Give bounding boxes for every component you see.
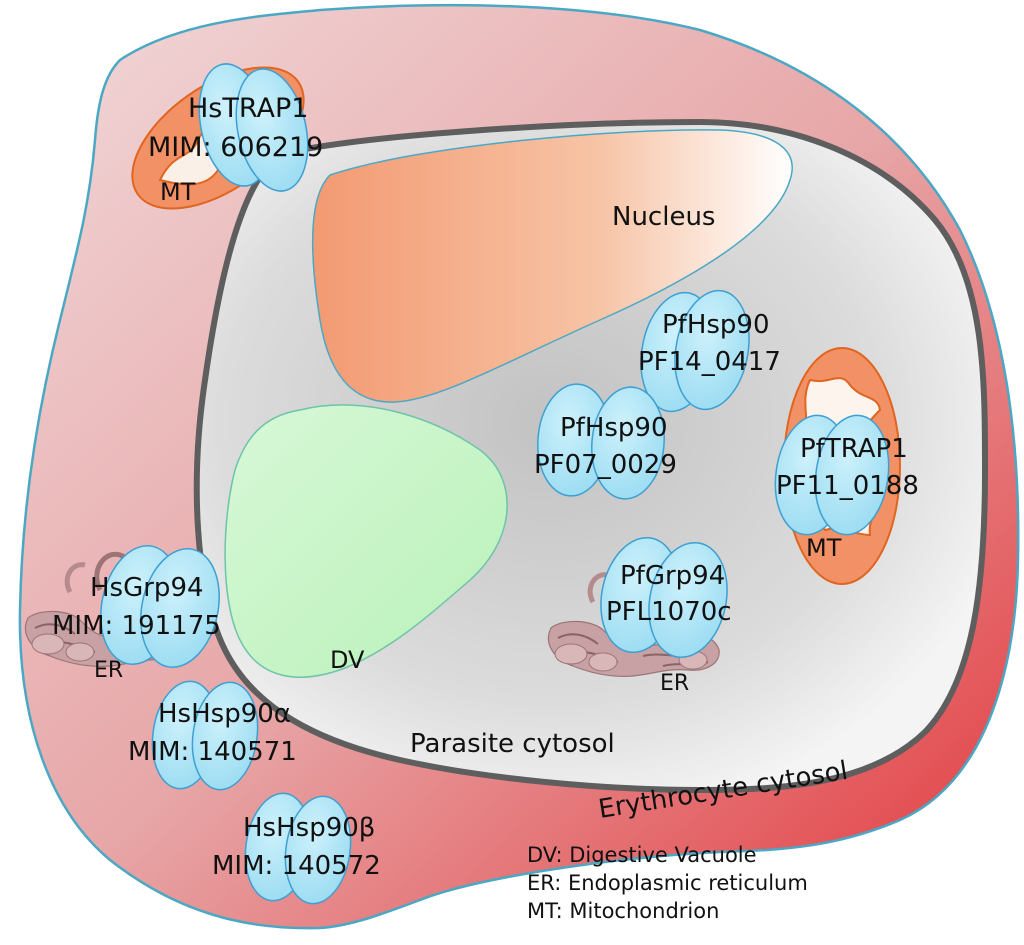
hshsp90b-id: MIM: 140572 xyxy=(212,851,381,881)
protein-pfhsp90-07 xyxy=(537,383,665,500)
label-mt-parasite: MT xyxy=(806,534,842,562)
hstrap1-id: MIM: 606219 xyxy=(148,132,323,163)
label-er-parasite: ER xyxy=(660,671,689,696)
protein-pfhsp90-14 xyxy=(640,289,750,413)
label-nucleus: Nucleus xyxy=(612,202,715,232)
pfgrp94-id: PFL1070c xyxy=(606,597,732,627)
pftrap1-name: PfTRAP1 xyxy=(800,434,908,464)
digestive-vacuole xyxy=(224,404,508,678)
protein-hshsp90b xyxy=(244,792,352,905)
hsgrp94-id: MIM: 191175 xyxy=(52,611,221,641)
label-er-host: ER xyxy=(94,658,123,683)
protein-hstrap1 xyxy=(198,63,309,192)
protein-hshsp90a xyxy=(151,680,259,791)
protein-pftrap1 xyxy=(774,414,890,536)
hshsp90a-id: MIM: 140571 xyxy=(128,737,297,767)
hsgrp94-name: HsGrp94 xyxy=(90,573,204,603)
nucleus xyxy=(311,129,793,403)
hshsp90a-name: HsHsp90α xyxy=(158,699,291,729)
label-dv: DV xyxy=(330,646,365,674)
legend: DV: Digestive Vacuole ER: Endoplasmic re… xyxy=(527,843,808,923)
label-parasite-cytosol: Parasite cytosol xyxy=(410,729,615,759)
pfhsp90-a-name: PfHsp90 xyxy=(662,310,770,340)
hstrap1-name: HsTRAP1 xyxy=(188,93,308,124)
pfhsp90-b-name: PfHsp90 xyxy=(560,413,668,443)
legend-item-er: ER: Endoplasmic reticulum xyxy=(527,871,808,895)
protein-hsgrp94 xyxy=(100,545,220,668)
legend-item-mt: MT: Mitochondrion xyxy=(527,899,719,923)
pfhsp90-a-id: PF14_0417 xyxy=(638,347,781,377)
pfgrp94-name: PfGrp94 xyxy=(620,561,725,591)
protein-pfgrp94 xyxy=(600,536,728,659)
pftrap1-id: PF11_0188 xyxy=(776,471,919,501)
hshsp90b-name: HsHsp90β xyxy=(243,813,375,843)
label-mt-host: MT xyxy=(160,178,196,206)
pfhsp90-b-id: PF07_0029 xyxy=(534,450,677,480)
legend-item-dv: DV: Digestive Vacuole xyxy=(527,843,757,867)
